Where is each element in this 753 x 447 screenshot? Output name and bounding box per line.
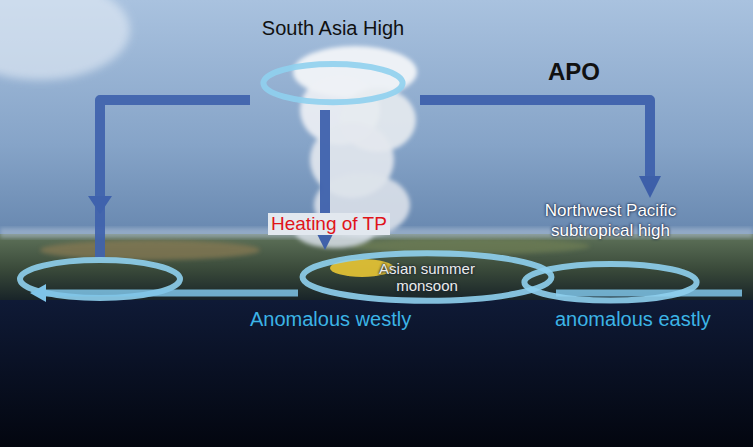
circulation-arrow (420, 100, 650, 184)
land-band (0, 234, 753, 304)
diagram-label: APO (548, 58, 600, 86)
circulation-node: South Asia High (246, 14, 420, 110)
arrowhead (88, 196, 112, 214)
node-label: Asian summer monsoon (367, 260, 487, 295)
westerly-band (44, 290, 298, 297)
diagram-label: Heating of TP (268, 213, 390, 235)
circulation-node: Asian summer monsoon (300, 250, 554, 304)
node-label: Northwest Pacific subtropical high (526, 201, 696, 240)
desert-land (40, 240, 260, 260)
ring-ellipse (263, 64, 402, 102)
easterly-band (556, 290, 742, 297)
diagram-label: anomalous eastly (555, 308, 711, 331)
arrowhead (30, 284, 46, 302)
ring-ellipse (303, 253, 552, 301)
dark-ground (0, 300, 753, 447)
left-circulation-branch (88, 100, 250, 258)
circulation-band (100, 100, 250, 258)
sky-glow (0, 0, 130, 80)
node-label: South Asia High (262, 17, 404, 40)
diagram-label: Anomalous westly (250, 308, 411, 331)
